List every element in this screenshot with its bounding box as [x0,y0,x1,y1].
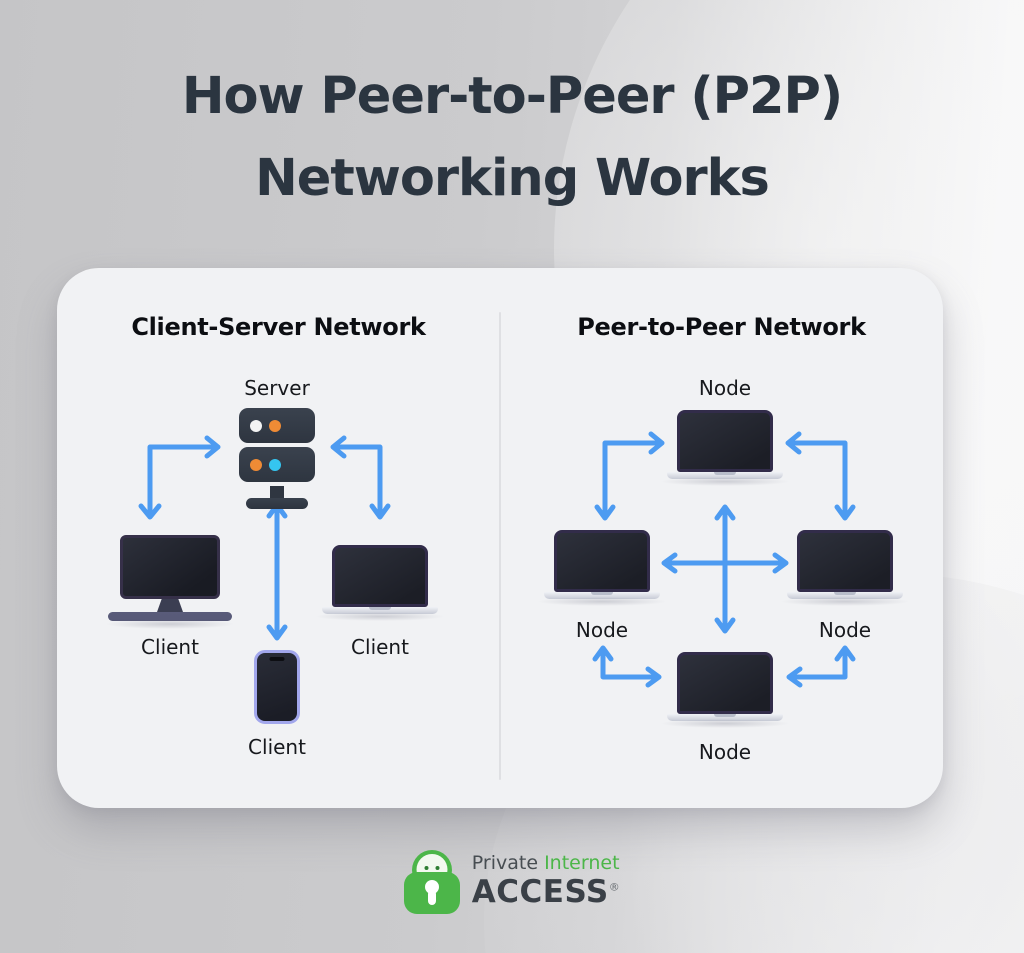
desktop-monitor-icon [105,535,235,629]
client-monitor-label: Client [141,635,199,659]
client-server-panel-title: Client-Server Network [131,313,426,341]
server-stand [270,486,284,498]
pia-mascot-icon [403,850,460,914]
monitor-screen [120,535,220,599]
server-unit-bottom [239,447,315,482]
brand-word-access: ACCESS [471,874,609,911]
laptop-base [667,714,783,721]
arrow-server-laptop [330,435,391,520]
laptop-screen [554,530,650,592]
laptop-client-icon [315,545,445,621]
phone-notch [269,657,285,661]
arrow-server-phone [266,502,288,641]
laptop-screen [677,652,773,714]
monitor-base [108,612,232,621]
node-bottom-laptop-icon [660,652,790,728]
node-top-laptop-icon [660,410,790,486]
node-left-label: Node [575,618,629,642]
server-base [246,498,308,509]
arrow-server-monitor [138,435,221,520]
laptop-shadow [660,719,790,728]
brand-line-1: Private Internet [471,852,620,875]
mascot-eye [435,866,440,870]
registered-mark: ® [608,880,621,894]
smartphone-icon [254,650,300,724]
server-led-white [250,419,262,432]
arrow-node-bottom-left [592,645,662,688]
server-led-orange [269,419,281,432]
laptop-base [787,592,903,599]
server-label: Server [244,376,310,400]
laptop-shadow [780,597,910,606]
laptop-shadow [537,597,667,606]
laptop-screen [677,410,773,472]
monitor-stand [157,599,183,612]
node-top-label: Node [698,376,752,400]
arrow-node-bottom-right [786,645,856,688]
node-left-laptop-icon [537,530,667,606]
comparison-card: Client-Server Network Peer-to-Peer Netwo… [57,268,943,808]
brand-word-internet: Internet [544,852,620,875]
node-right-label: Node [818,618,872,642]
title-line-1: How Peer-to-Peer (P2P) [181,67,843,126]
client-laptop-label: Client [351,635,409,659]
laptop-base [667,472,783,479]
node-right-laptop-icon [780,530,910,606]
server-led-cyan [269,458,281,471]
arrow-node-top-right [785,431,856,521]
mascot-eye [424,866,429,870]
arrow-cross-horizontal [661,552,789,574]
brand-logo: Private Internet ACCESS® [0,850,1024,914]
server-icon [239,408,315,509]
node-bottom-label: Node [698,740,752,764]
laptop-shadow [315,612,445,621]
keyhole-stem [427,890,436,905]
page-title: How Peer-to-Peer (P2P) Networking Works [0,56,1024,219]
brand-wordmark: Private Internet ACCESS® [471,852,621,911]
laptop-screen [797,530,893,592]
mascot-lock-body [403,872,460,914]
laptop-shadow [660,477,790,486]
brand-word-private: Private [471,852,539,875]
title-line-2: Networking Works [255,148,770,208]
server-led-orange [250,458,262,471]
monitor-shadow [105,619,235,629]
arrow-node-top-left [594,431,665,521]
laptop-base [322,607,438,614]
peer-to-peer-panel-title: Peer-to-Peer Network [577,313,866,341]
laptop-screen [332,545,428,607]
brand-line-2: ACCESS® [471,874,621,911]
client-phone-label: Client [248,735,306,759]
server-unit-top [239,408,315,443]
arrow-cross-vertical [714,504,736,634]
panel-divider [499,312,501,780]
laptop-base [544,592,660,599]
